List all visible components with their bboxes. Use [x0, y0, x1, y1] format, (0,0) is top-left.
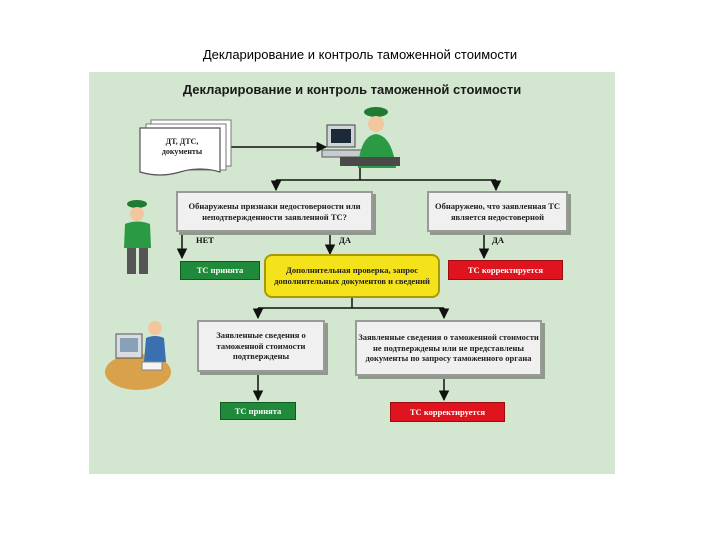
page-title: Декларирование и контроль таможенной сто…: [202, 47, 518, 62]
corrected-box-1: ТС корректируется: [448, 260, 563, 280]
accepted-box-1: ТС принята: [180, 261, 260, 280]
box-signs-question: Обнаружены признаки недостоверности или …: [176, 191, 373, 232]
document-stack-icon: [139, 119, 232, 176]
label-yes-left: ДА: [339, 235, 351, 245]
office-worker-at-computer-icon: [105, 321, 171, 390]
panel-title: Декларирование и контроль таможенной сто…: [182, 82, 522, 97]
label-yes-right: ДА: [492, 235, 504, 245]
customs-officer-standing-icon: [124, 200, 151, 274]
corrected-box-2: ТС корректируется: [390, 402, 505, 422]
box-found-false: Обнаружено, что заявленная ТС является н…: [427, 191, 568, 232]
not-confirmed-box: Заявленные сведения о таможенной стоимос…: [355, 320, 542, 376]
customs-officer-at-computer-icon: [321, 107, 400, 168]
confirmed-box: Заявленные сведения о таможенной стоимос…: [197, 320, 325, 372]
label-no: НЕТ: [196, 235, 214, 245]
extra-check-box: Дополнительная проверка, запрос дополнит…: [264, 254, 440, 298]
accepted-box-2: ТС принята: [220, 402, 296, 420]
documents-label: ДТ, ДТС, документы: [161, 137, 203, 156]
